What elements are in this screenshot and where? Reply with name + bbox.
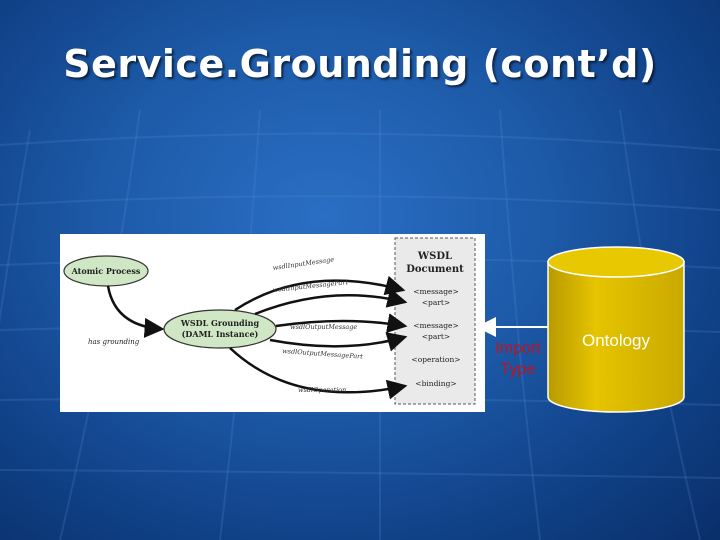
wsdl-document-title-2: Document [406, 264, 464, 275]
doc-item-operation: <operation> [411, 355, 460, 364]
edge-output-message [275, 313, 408, 333]
atomic-process-node [63, 255, 149, 287]
edge-input-message [234, 275, 406, 312]
slide-title: Service.Grounding (cont’d) [63, 42, 657, 86]
doc-item-message-2: <message> [413, 321, 459, 330]
edge-operation [229, 347, 408, 400]
edge-input-message-part [254, 288, 408, 316]
wsdl-grounding-label-1: WSDL Grounding [180, 318, 260, 328]
doc-item-part-2: <part> [422, 332, 450, 341]
edge-label-operation: wsdlOperation [298, 386, 346, 394]
has-grounding-label: has grounding [88, 338, 140, 346]
ontology-label: Ontology [582, 331, 651, 350]
ontology-cylinder-body [547, 261, 685, 413]
wsdl-grounding-diagram: Atomic Process WSDL Grounding (DAML Inst… [60, 234, 485, 412]
wsdl-grounding-label-2: (DAML Instance) [182, 329, 259, 339]
wsdl-document-box [394, 237, 476, 405]
atomic-process-label: Atomic Process [71, 266, 141, 276]
ontology-cylinder-top [547, 246, 685, 278]
doc-item-part-1: <part> [422, 298, 450, 307]
has-grounding-arrow [106, 285, 165, 338]
wsdl-document-title-1: WSDL [417, 251, 452, 262]
import-type-line1: Import [495, 340, 541, 357]
import-type-line2: Type [500, 361, 536, 378]
edge-label-output-message: wsdlOutputMessage [290, 323, 357, 331]
import-type-label: Import Type [482, 338, 554, 380]
doc-item-message-1: <message> [413, 287, 459, 296]
doc-item-binding: <binding> [415, 379, 456, 388]
edge-output-message-part [269, 332, 408, 352]
